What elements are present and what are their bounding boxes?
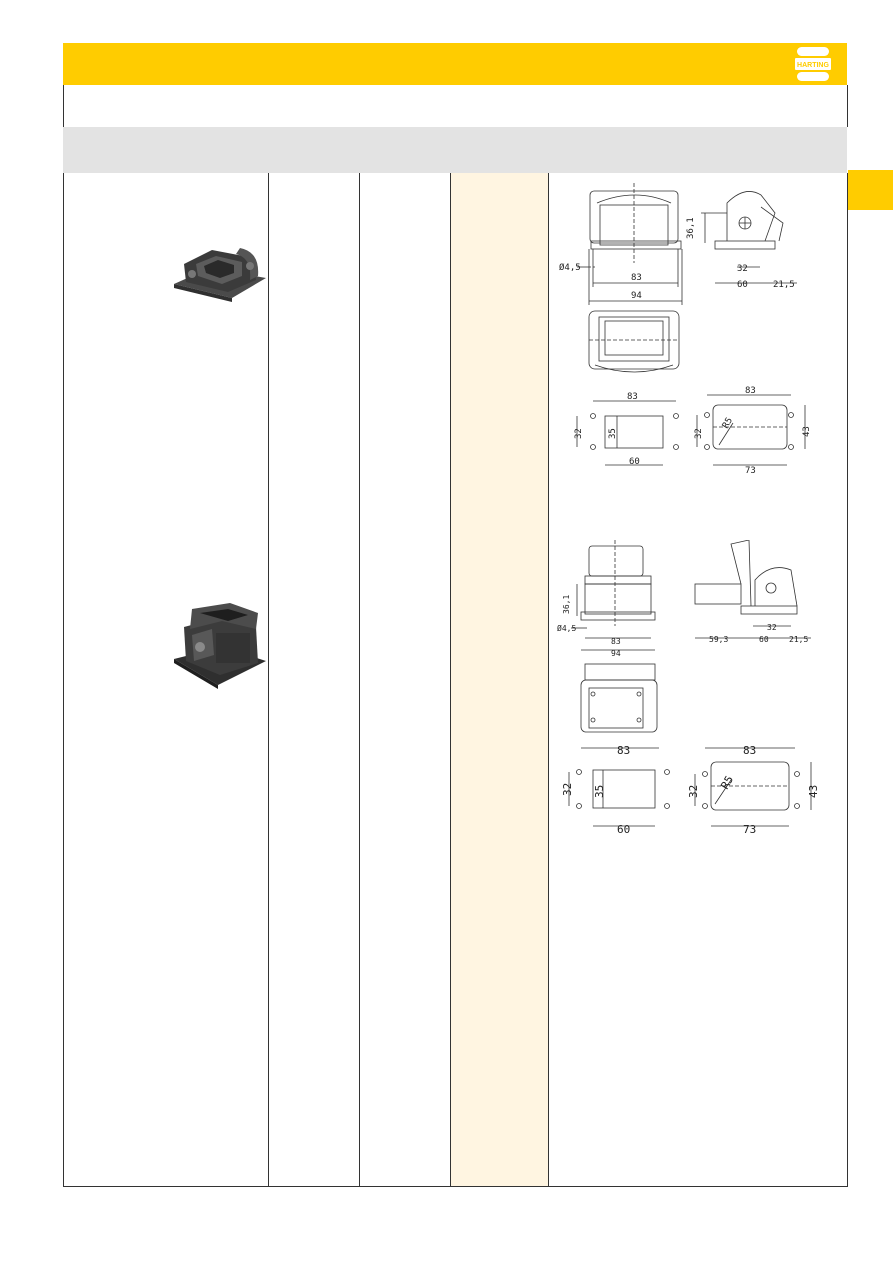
svg-text:HARTING: HARTING xyxy=(797,62,829,69)
svg-text:83: 83 xyxy=(627,392,638,402)
svg-text:32: 32 xyxy=(574,428,584,439)
svg-text:94: 94 xyxy=(631,291,642,301)
column-divider xyxy=(268,173,269,1187)
harting-logo: HARTING xyxy=(795,47,831,81)
front-view: 36,1 Ø4,5 83 94 xyxy=(557,540,656,658)
svg-text:60: 60 xyxy=(737,280,748,290)
svg-text:32: 32 xyxy=(561,783,574,796)
svg-text:35: 35 xyxy=(593,785,606,798)
dimension-drawing-1: Ø4,5 83 94 36,1 32 60 21,5 83 32 35 xyxy=(559,183,812,476)
svg-text:73: 73 xyxy=(745,466,756,476)
svg-text:32: 32 xyxy=(687,785,700,798)
product-table xyxy=(63,173,848,1187)
housing-photo-1 xyxy=(174,248,266,302)
svg-text:83: 83 xyxy=(617,744,630,757)
svg-text:83: 83 xyxy=(745,386,756,396)
side-view: 36,1 32 60 21,5 xyxy=(686,191,797,290)
svg-text:32: 32 xyxy=(767,623,777,632)
svg-text:83: 83 xyxy=(631,273,642,283)
svg-text:60: 60 xyxy=(759,635,769,644)
subtitle-row xyxy=(63,85,848,127)
svg-text:94: 94 xyxy=(611,649,621,658)
front-view: Ø4,5 83 94 xyxy=(559,183,683,305)
panel-cutout: 83 32 35 60 xyxy=(561,744,670,836)
svg-text:R5: R5 xyxy=(721,416,735,430)
svg-text:36,1: 36,1 xyxy=(686,217,696,239)
svg-text:32: 32 xyxy=(694,428,704,439)
header-bar xyxy=(63,43,847,85)
mounting-plate: 83 32 R5 43 73 xyxy=(694,386,812,476)
panel-cutout: 83 32 35 60 xyxy=(574,392,679,467)
dimension-drawing-2: 36,1 Ø4,5 83 94 32 59,3 60 21,5 83 32 xyxy=(557,540,820,836)
column-divider xyxy=(450,173,451,1187)
section-tab xyxy=(848,170,893,210)
svg-text:21,5: 21,5 xyxy=(789,635,808,644)
housing-photo-2 xyxy=(174,603,266,689)
top-view xyxy=(588,310,680,373)
svg-text:32: 32 xyxy=(737,264,748,274)
svg-text:83: 83 xyxy=(743,744,756,757)
svg-text:60: 60 xyxy=(629,457,640,467)
svg-text:83: 83 xyxy=(611,637,621,646)
column-divider xyxy=(548,173,549,1187)
mounting-plate: 83 32 R5 43 73 xyxy=(687,744,820,836)
svg-text:43: 43 xyxy=(802,426,812,437)
highlighted-column xyxy=(451,173,548,1186)
svg-text:60: 60 xyxy=(617,823,630,836)
svg-text:73: 73 xyxy=(743,823,756,836)
svg-text:35: 35 xyxy=(608,428,618,439)
svg-text:36,1: 36,1 xyxy=(562,595,571,614)
svg-text:R5: R5 xyxy=(718,774,736,792)
column-divider xyxy=(359,173,360,1187)
svg-text:Ø4,5: Ø4,5 xyxy=(557,623,576,633)
svg-text:Ø4,5: Ø4,5 xyxy=(559,262,581,273)
side-view: 32 59,3 60 21,5 xyxy=(694,540,811,644)
svg-text:21,5: 21,5 xyxy=(773,280,795,290)
svg-text:43: 43 xyxy=(807,785,820,798)
top-view xyxy=(580,663,658,733)
table-header-band xyxy=(63,127,847,173)
svg-text:59,3: 59,3 xyxy=(709,635,728,644)
